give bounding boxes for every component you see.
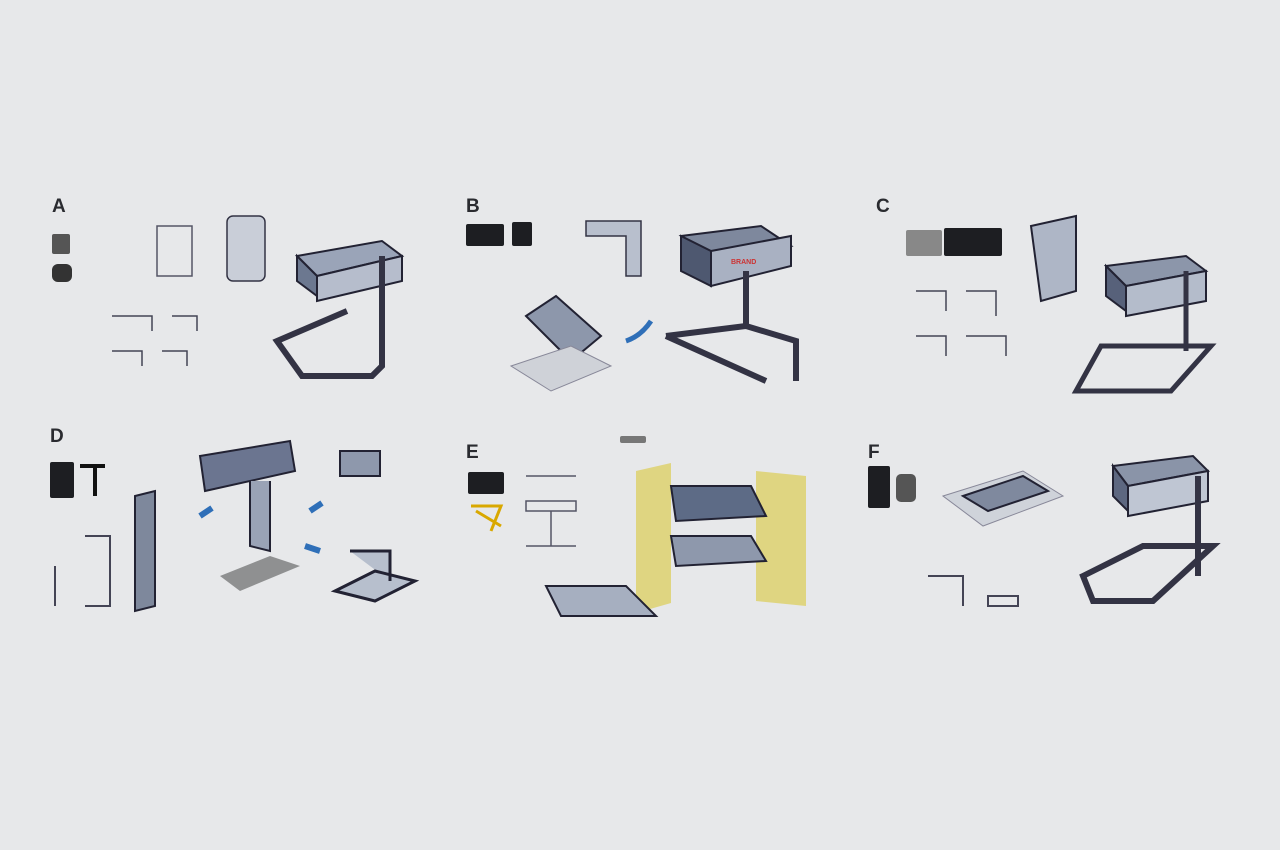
reference-photo <box>466 224 504 246</box>
reference-photo <box>944 228 1002 256</box>
reference-photo <box>906 230 942 256</box>
sketch-b: BRAND <box>509 220 799 392</box>
panel-label-f: F <box>868 442 880 463</box>
concept-panel-f: F <box>868 426 1268 636</box>
panel-label-c: C <box>876 196 890 217</box>
sketch-e <box>471 463 806 617</box>
concept-panel-b: B BRAND <box>466 196 866 406</box>
panel-label-a: A <box>52 196 66 217</box>
concept-panel-d: D <box>50 426 450 636</box>
concept-panel-c: C <box>876 196 1276 406</box>
reference-photo <box>468 472 504 494</box>
reference-photo <box>512 222 532 246</box>
reference-photo <box>896 474 916 502</box>
reference-photo <box>52 234 70 254</box>
panel-label-d: D <box>50 426 64 447</box>
sketch-f <box>928 454 1221 607</box>
panel-label-e: E <box>466 442 479 463</box>
reference-photo <box>868 466 890 508</box>
reference-photo <box>50 462 74 498</box>
brand-text: BRAND <box>731 259 756 266</box>
sketch-c <box>916 214 1217 394</box>
reference-photo <box>52 264 72 282</box>
reference-photo <box>620 436 646 443</box>
concept-panel-e: E <box>466 426 866 636</box>
concept-panel-a: A <box>52 196 452 406</box>
sketch-a <box>112 215 405 379</box>
panel-label-b: B <box>466 196 480 217</box>
sketch-d <box>54 439 420 613</box>
